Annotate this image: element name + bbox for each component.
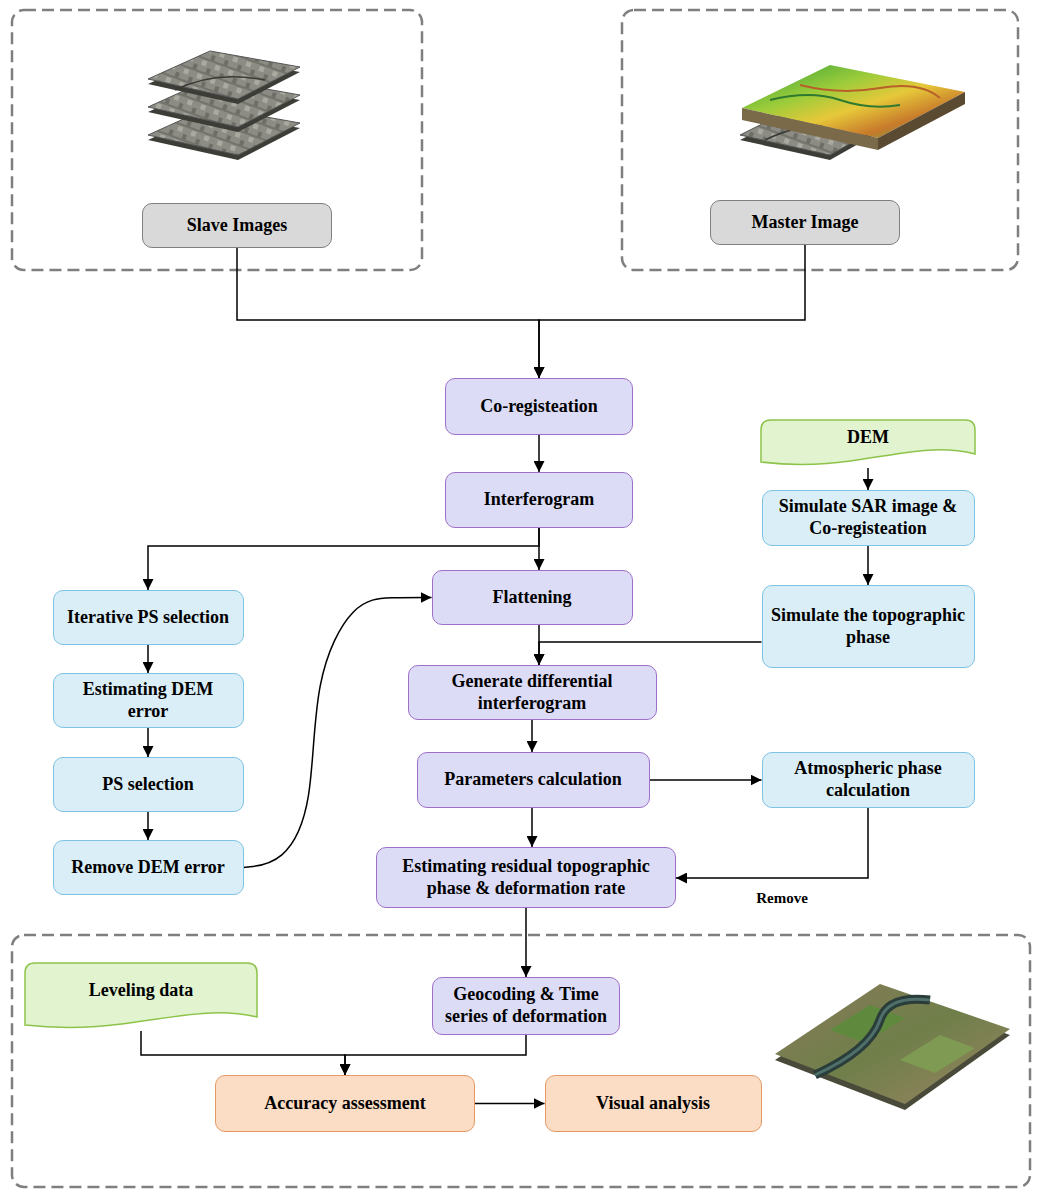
node-text: Iterative PS selection [67, 607, 229, 629]
node-text: Parameters calculation [444, 769, 621, 791]
connector-arrow [237, 248, 539, 378]
auxiliary-process-box: Remove DEM error [53, 840, 244, 895]
input-image-box: Slave Images [142, 203, 332, 248]
connector-arrow [676, 808, 868, 878]
result-box: Accuracy assessment [215, 1075, 475, 1132]
connector-arrow [539, 245, 805, 378]
data-source-document: DEM [761, 420, 975, 468]
node-text: Co-registeation [480, 396, 598, 418]
connector-arrow [147, 812, 149, 840]
node-text: Slave Images [187, 215, 288, 237]
connector-arrow [538, 625, 540, 665]
node-text: Flattening [493, 587, 572, 609]
node-text: Simulate SAR image & Co-registeation [771, 496, 966, 539]
connector-arrow [525, 908, 527, 977]
connector-arrow [147, 728, 149, 757]
node-text: Master Image [751, 212, 858, 234]
connector-arrow [141, 1031, 345, 1075]
connector-arrow [475, 1103, 545, 1105]
process-box: Flattening [432, 570, 633, 625]
connector-arrow [650, 779, 762, 781]
connector-arrow [531, 808, 533, 847]
process-box: Estimating residual topographic phase & … [376, 847, 676, 908]
auxiliary-process-box: Estimating DEM error [53, 673, 244, 728]
node-text: Atmospheric phase calculation [771, 758, 966, 801]
data-source-document: Leveling data [25, 963, 257, 1031]
dashed-frame [622, 10, 1018, 270]
node-text: Estimating residual topographic phase & … [385, 856, 667, 899]
process-box: Generate differential interferogram [408, 665, 657, 720]
node-text: DEM [847, 427, 889, 449]
connector-arrow [539, 642, 762, 665]
auxiliary-process-box: Simulate SAR image & Co-registeation [762, 490, 975, 546]
node-text: Estimating DEM error [62, 679, 235, 722]
connector-arrow [244, 598, 432, 868]
dashed-frame [12, 10, 422, 270]
slave-image-stack [148, 51, 300, 160]
connector-arrow [531, 720, 533, 752]
auxiliary-process-box: PS selection [53, 757, 244, 812]
connector-arrow [345, 1035, 526, 1075]
process-box: Geocoding & Time series of deformation [432, 977, 620, 1035]
connector-arrow [867, 546, 869, 585]
node-text: Interferogram [484, 489, 595, 511]
edge-label: Remove [753, 890, 811, 907]
node-text: Leveling data [89, 980, 194, 1002]
node-text: Accuracy assessment [264, 1093, 425, 1115]
auxiliary-process-box: Atmospheric phase calculation [762, 752, 975, 808]
node-text: Simulate the topographic phase [771, 605, 966, 648]
node-text: Visual analysis [596, 1093, 710, 1115]
node-text: Generate differential interferogram [417, 671, 648, 714]
node-text: Remove DEM error [71, 857, 225, 879]
dashed-frame [12, 935, 1030, 1187]
process-box: Co-registeation [445, 378, 633, 435]
result-box: Visual analysis [545, 1075, 762, 1132]
node-text: Geocoding & Time series of deformation [441, 984, 611, 1027]
auxiliary-process-box: Simulate the topographic phase [762, 585, 975, 668]
connector-arrow [147, 645, 149, 673]
satellite-image [775, 984, 1010, 1110]
input-image-box: Master Image [710, 200, 900, 245]
node-text: PS selection [102, 774, 194, 796]
process-box: Parameters calculation [417, 752, 650, 808]
dem-terrain-image [742, 65, 965, 150]
connector-arrow [867, 468, 869, 490]
document-outline [761, 420, 975, 464]
document-outline [25, 963, 257, 1027]
connector-arrow [538, 435, 540, 472]
auxiliary-process-box: Iterative PS selection [53, 590, 244, 645]
process-box: Interferogram [445, 472, 633, 528]
